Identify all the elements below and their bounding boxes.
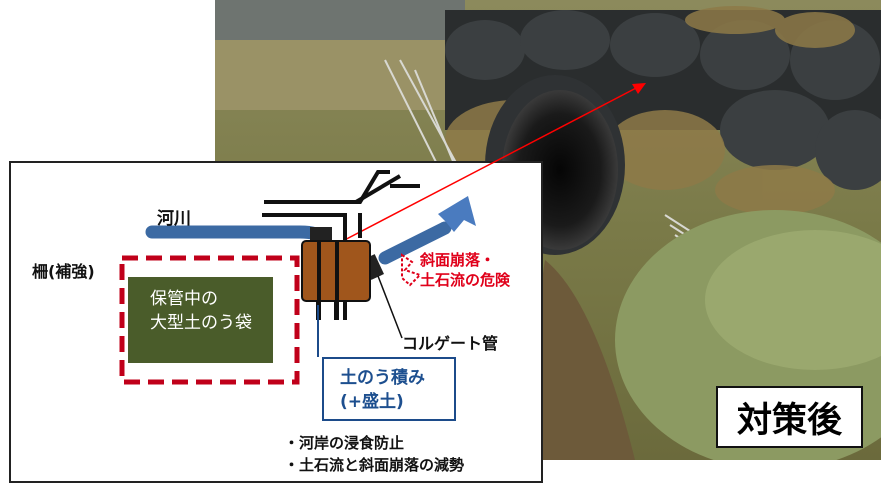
river-label: 河川	[157, 209, 191, 229]
corrugated-pipe-label: コルゲート管	[402, 334, 499, 353]
hazard-line-2: 土石流の危険	[420, 271, 511, 289]
storage-sandbags-box: 保管中の 大型土のう袋	[128, 277, 273, 363]
fence-label: 柵(補強)	[32, 262, 95, 281]
pipe-leader-line	[377, 275, 403, 339]
photo-illustration	[215, 0, 881, 460]
hazard-label: 斜面崩落・ 土石流の危険	[420, 250, 510, 290]
sandbag-line-1: 土のう積み	[340, 368, 425, 388]
red-arrowhead-icon	[632, 83, 646, 94]
effect-item: ・土石流と斜面崩落の減勢	[284, 456, 465, 474]
hazard-marker-icon	[401, 253, 422, 287]
effects-list: ・河岸の浸食防止 ・土石流と斜面崩落の減勢	[284, 432, 464, 476]
effect-item: ・河岸の浸食防止	[284, 434, 405, 452]
river-inlet	[378, 221, 452, 265]
flow-arrow-icon	[438, 196, 476, 232]
river-channel	[145, 225, 329, 245]
sandbag-line-2: (+盛土)	[340, 392, 404, 412]
after-countermeasure-stamp: 対策後	[716, 386, 863, 448]
storage-line-2: 大型土のう袋	[150, 313, 252, 333]
sandbag-embankment-box: 土のう積み (+盛土)	[322, 357, 456, 421]
hazard-line-1: 斜面崩落・	[420, 251, 496, 269]
red-pointer-line	[334, 85, 641, 246]
reinforcement-fence	[119, 255, 300, 385]
culvert-photo	[215, 0, 881, 460]
storage-line-1: 保管中の	[150, 289, 218, 309]
